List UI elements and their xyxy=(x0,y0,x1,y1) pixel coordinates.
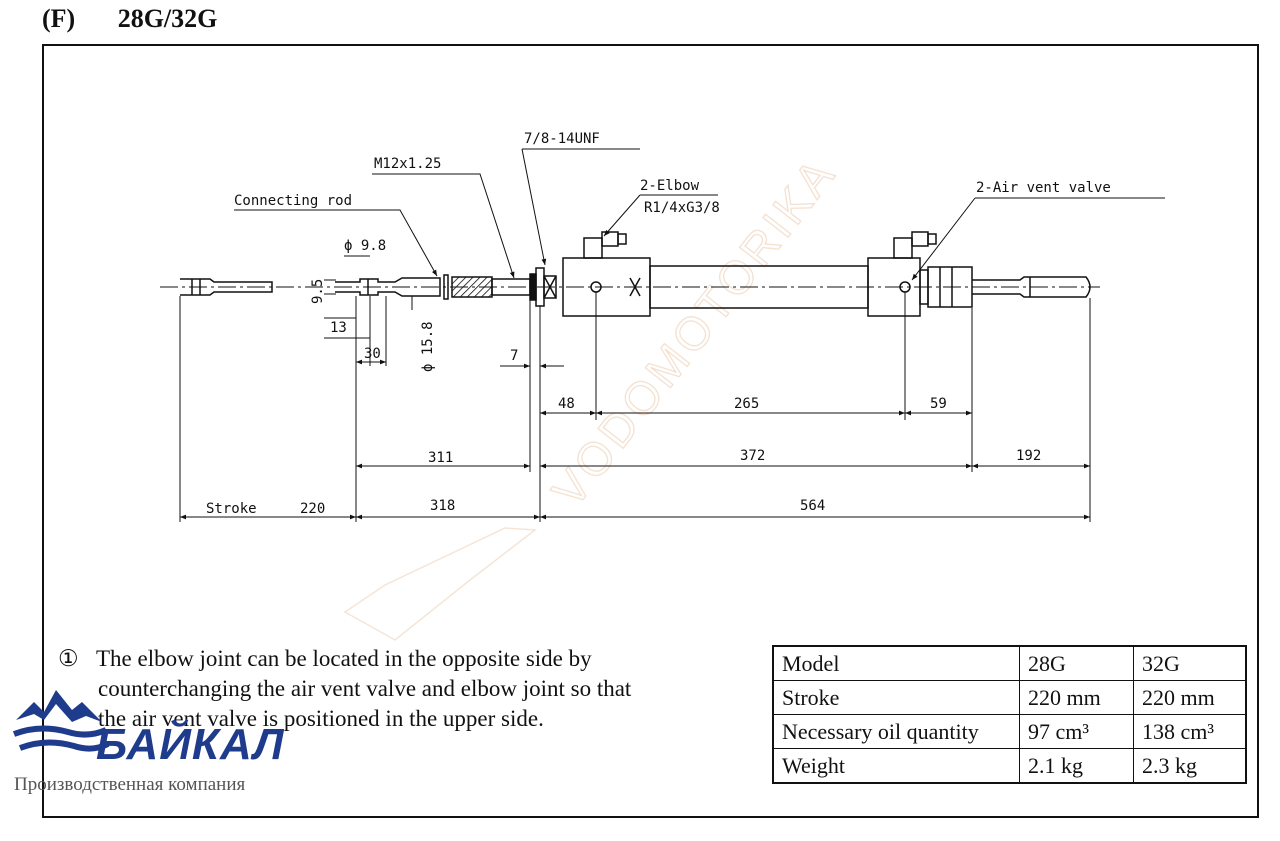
table-cell: Necessary oil quantity xyxy=(772,714,1020,749)
baikal-logo: БАЙКАЛ Производственная компания xyxy=(10,686,340,806)
elbow-fitting xyxy=(583,231,627,293)
table-cell: 2.1 kg xyxy=(1019,748,1134,784)
dim-372: 372 xyxy=(740,448,765,464)
dim-phi-9-8: ϕ 9.8 xyxy=(344,238,386,254)
dim-13: 13 xyxy=(330,320,347,336)
note-line-2: counterchanging the air vent valve and e… xyxy=(98,676,632,701)
dim-stroke-label: Stroke xyxy=(206,501,257,517)
leader-lines xyxy=(234,148,1165,280)
air-vent-valve xyxy=(893,231,937,293)
page-heading: (F) 28G/32G xyxy=(42,4,217,34)
table-row: Model 28G 32G xyxy=(772,645,1247,681)
table-cell: 32G xyxy=(1133,645,1247,681)
dimension-lines xyxy=(180,255,1090,520)
dim-311: 311 xyxy=(428,450,453,466)
threaded-adapter xyxy=(443,267,557,307)
table-cell: 97 cm³ xyxy=(1019,714,1134,749)
model-title: 28G/32G xyxy=(117,4,218,33)
logo-subtitle: Производственная компания xyxy=(14,774,246,795)
dim-7: 7 xyxy=(510,348,518,364)
note-block: ① The elbow joint can be located in the o… xyxy=(58,644,718,734)
table-cell: 220 mm xyxy=(1133,680,1247,715)
callout-connecting-rod: Connecting rod xyxy=(234,193,352,209)
table-row: Necessary oil quantity 97 cm³ 138 cm³ xyxy=(772,714,1247,749)
watermark-boat-icon xyxy=(343,527,538,641)
logo-brand: БАЙКАЛ xyxy=(96,720,285,769)
drawing-frame xyxy=(42,44,1259,818)
dim-564: 564 xyxy=(800,498,825,514)
connecting-rod xyxy=(335,277,441,297)
callout-elbow-spec: R1/4xG3/8 xyxy=(644,200,720,216)
table-row: Weight 2.1 kg 2.3 kg xyxy=(772,748,1247,784)
dim-stroke-value: 220 xyxy=(300,501,325,517)
dim-265: 265 xyxy=(734,396,759,412)
callout-elbow-title: 2-Elbow xyxy=(640,178,700,194)
dim-59: 59 xyxy=(930,396,947,412)
dim-192: 192 xyxy=(1016,448,1041,464)
note-line-3: the air vent valve is positioned in the … xyxy=(98,706,544,731)
dim-phi-15-8: ϕ 15.8 xyxy=(420,321,436,372)
table-cell: 2.3 kg xyxy=(1133,748,1247,784)
mountain-waves-icon xyxy=(12,690,110,752)
dim-9-5: 9.5 xyxy=(310,279,326,304)
callout-air-vent: 2-Air vent valve xyxy=(976,180,1111,196)
table-cell: Model xyxy=(772,645,1020,681)
callout-unf: 7/8-14UNF xyxy=(524,131,600,147)
dim-318: 318 xyxy=(430,498,455,514)
rod-end-extended xyxy=(180,278,273,296)
note-marker: ① xyxy=(58,646,79,671)
dim-30: 30 xyxy=(364,346,381,362)
table-cell: Weight xyxy=(772,748,1020,784)
dim-48: 48 xyxy=(558,396,575,412)
table-cell: Stroke xyxy=(772,680,1020,715)
table-cell: 138 cm³ xyxy=(1133,714,1247,749)
spec-table: Model 28G 32G Stroke 220 mm 220 mm Neces… xyxy=(772,645,1247,784)
note-line-1: The elbow joint can be located in the op… xyxy=(96,646,592,671)
section-label: (F) xyxy=(42,4,76,33)
cylinder-body xyxy=(562,257,1091,317)
callout-m12: M12x1.25 xyxy=(374,156,441,172)
table-row: Stroke 220 mm 220 mm xyxy=(772,680,1247,715)
table-cell: 28G xyxy=(1019,645,1134,681)
table-cell: 220 mm xyxy=(1019,680,1134,715)
